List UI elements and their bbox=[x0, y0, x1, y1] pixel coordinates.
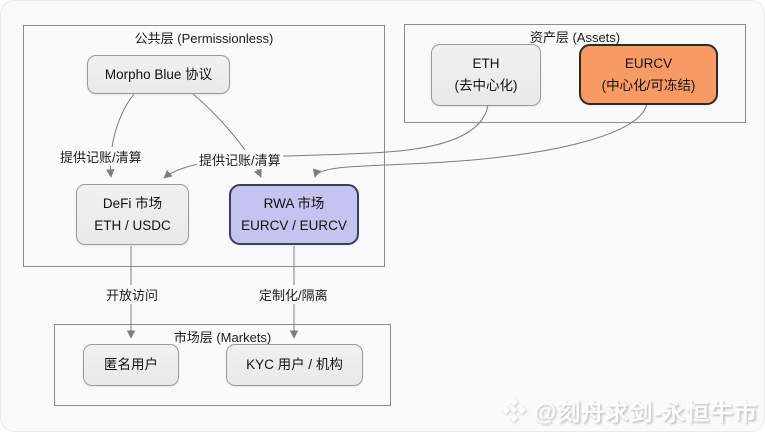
node-morpho-blue-protocol: Morpho Blue 协议 bbox=[87, 55, 230, 94]
node-kyc-label: KYC 用户 / 机构 bbox=[246, 357, 343, 373]
node-rwa-line2: EURCV / EURCV bbox=[241, 217, 347, 233]
node-rwa-line1: RWA 市场 bbox=[263, 195, 325, 211]
node-anon-label: 匿名用户 bbox=[104, 357, 158, 373]
watermark: @刻舟求剑-永恒牛市 bbox=[499, 393, 758, 427]
edge-label-provide-accounting-2: 提供记账/清算 bbox=[197, 150, 283, 169]
node-eurcv-asset: EURCV (中心化/可冻结) bbox=[579, 44, 718, 105]
edge-label-open-access: 开放访问 bbox=[104, 285, 161, 304]
node-rwa-market: RWA 市场 EURCV / EURCV bbox=[229, 184, 359, 245]
watermark-handle: @刻舟求剑-永恒牛市 bbox=[533, 399, 758, 425]
layer-permissionless-title: 公共层 (Permissionless) bbox=[134, 31, 274, 46]
node-eurcv-line2: (中心化/可冻结) bbox=[601, 77, 696, 93]
node-defi-line1: DeFi 市场 bbox=[102, 195, 163, 211]
layer-markets-title: 市场层 (Markets) bbox=[173, 330, 272, 345]
edge-label-customized-isolated: 定制化/隔离 bbox=[257, 285, 330, 304]
node-defi-line2: ETH / USDC bbox=[94, 217, 171, 233]
layer-assets-title: 资产层 (Assets) bbox=[529, 30, 621, 45]
node-eurcv-line1: EURCV bbox=[624, 55, 673, 71]
node-anonymous-users: 匿名用户 bbox=[83, 344, 179, 386]
binance-diamond-icon bbox=[499, 395, 529, 425]
node-defi-market: DeFi 市场 ETH / USDC bbox=[76, 184, 189, 245]
layer-markets: 市场层 (Markets) bbox=[54, 324, 391, 406]
edge-label-provide-accounting-1: 提供记账/清算 bbox=[58, 147, 144, 166]
node-morpho-label: Morpho Blue 协议 bbox=[104, 66, 213, 82]
node-kyc-users: KYC 用户 / 机构 bbox=[226, 344, 363, 386]
node-eth-line1: ETH bbox=[472, 56, 500, 72]
node-eth-line2: (去中心化) bbox=[454, 78, 518, 93]
node-eth-asset: ETH (去中心化) bbox=[431, 44, 541, 106]
